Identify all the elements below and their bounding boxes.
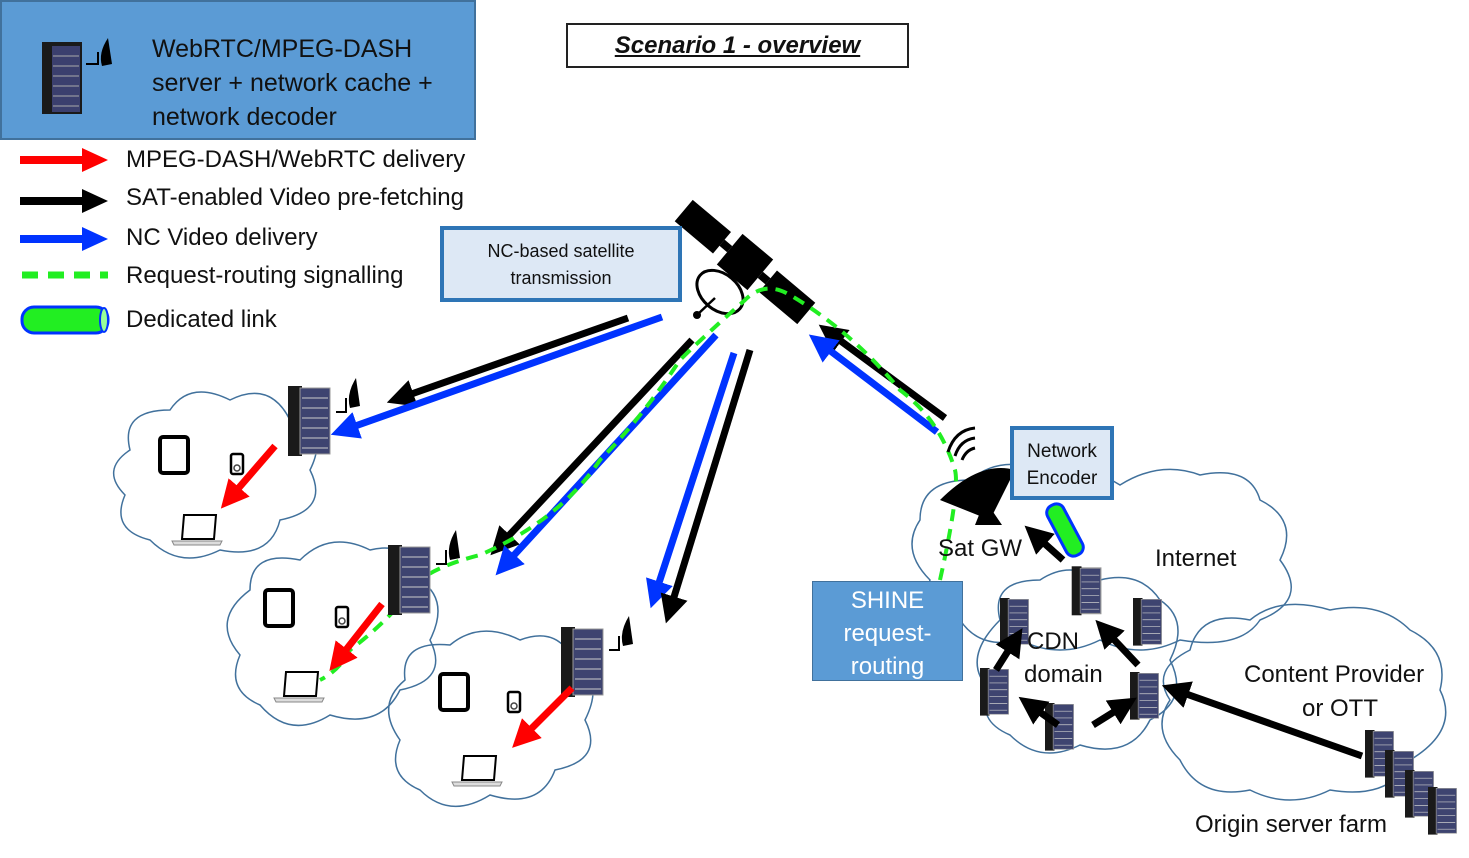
satellite-gateway-icon: [940, 426, 1015, 525]
shine-request-routing-box: SHINE request- routing: [812, 581, 963, 681]
legend-label: Request-routing signalling: [126, 262, 404, 289]
cdn-label: domain: [1024, 661, 1103, 688]
prefetch-arrow-home-1: [386, 314, 630, 407]
cloud-home-3: [387, 630, 594, 807]
legend-label: SAT-enabled Video pre-fetching: [126, 184, 465, 211]
server-legend-line: WebRTC/MPEG-DASH: [152, 35, 413, 63]
box-line: request-: [843, 620, 932, 647]
internet-label: Internet: [1155, 545, 1237, 572]
nc-satellite-transmission-box: NC-based satellite transmission: [440, 226, 682, 302]
nc-arrow-home-1: [330, 313, 664, 439]
cdn-label: CDN: [1027, 628, 1079, 655]
box-line: NC-based satellite: [487, 241, 635, 261]
nc-arrow-gw-sat: [808, 334, 940, 435]
content-provider-label: or OTT: [1302, 695, 1378, 722]
prefetch-arrow-home-2: [490, 337, 695, 556]
delivery-arrow-home-1: [220, 443, 278, 509]
origin-server-farm-label: Origin server farm: [1195, 811, 1388, 838]
legend-cylinder-icon: [20, 305, 110, 335]
box-line: SHINE: [850, 587, 925, 614]
server-legend-text: WebRTC/MPEG-DASH server + network cache …: [152, 32, 433, 134]
server-legend-line: network decoder: [152, 103, 337, 131]
title-box: Scenario 1 - overview: [566, 23, 909, 68]
sat-gw-label: Sat GW: [938, 535, 1023, 562]
content-provider-label: Content Provider: [1244, 661, 1425, 688]
server-legend-box: WebRTC/MPEG-DASH server + network cache …: [0, 0, 476, 140]
box-line: Encoder: [1026, 468, 1098, 489]
legend-label: NC Video delivery: [126, 224, 318, 251]
delivery-arrow-home-3: [512, 685, 575, 748]
delivery-arrow-home-2: [329, 601, 385, 672]
cloud-home-1: [113, 391, 318, 559]
legend-label: Dedicated link: [126, 306, 277, 333]
network-encoder-box: Network Encoder: [1010, 426, 1114, 500]
cdn-servers: [979, 566, 1457, 835]
cloud-home-2: [226, 541, 439, 727]
server-with-dish-icon: [42, 38, 112, 114]
box-line: transmission: [510, 268, 612, 288]
page-title: Scenario 1 - overview: [614, 31, 861, 59]
satellite-icon: [674, 199, 816, 325]
legend-icons: [20, 148, 110, 335]
legend-label: MPEG-DASH/WebRTC delivery: [126, 146, 466, 173]
nc-arrow-home-3: [646, 351, 738, 609]
box-line: routing: [850, 653, 925, 680]
legend-black-arrow-icon: [20, 189, 108, 213]
dedicated-link-icon: [1045, 502, 1085, 558]
server-legend-line: server + network cache +: [152, 69, 433, 97]
legend-red-arrow-icon: [20, 148, 108, 172]
box-line: Network: [1027, 441, 1097, 462]
prefetch-arrow-home-3: [660, 348, 754, 624]
legend-blue-arrow-icon: [20, 227, 108, 251]
